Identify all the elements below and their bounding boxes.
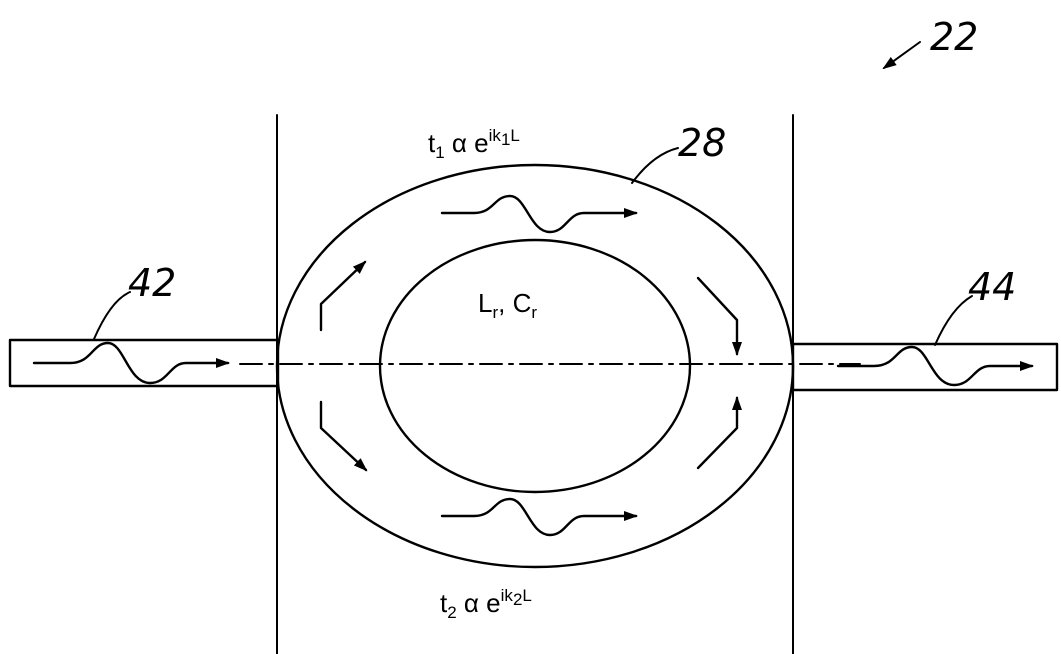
leader-44 <box>934 295 973 346</box>
ref-label-22: 22 <box>930 15 978 59</box>
leader-28 <box>631 147 679 184</box>
upper-right-arrow <box>696 276 742 356</box>
ring-parameters-label: Lr, Cr <box>478 288 537 322</box>
bottom-wave <box>440 497 638 537</box>
bottom-transmission-formula: t2 α eik2L <box>440 586 532 622</box>
upper-left-arrow <box>319 260 367 332</box>
lower-left-arrow <box>319 400 368 472</box>
top-wave <box>440 194 638 234</box>
top-transmission-formula: t1 α eik1L <box>428 126 520 162</box>
ref-label-42: 42 <box>128 261 176 305</box>
ref-label-44: 44 <box>968 265 1016 309</box>
ref-label-28: 28 <box>678 121 726 165</box>
inner-ring <box>378 238 692 494</box>
leader-42 <box>93 291 131 340</box>
leader-22 <box>882 41 921 70</box>
lower-right-arrow <box>696 396 742 470</box>
output-wave <box>836 345 1034 387</box>
input-wave <box>32 341 230 385</box>
outer-ring <box>275 163 795 569</box>
